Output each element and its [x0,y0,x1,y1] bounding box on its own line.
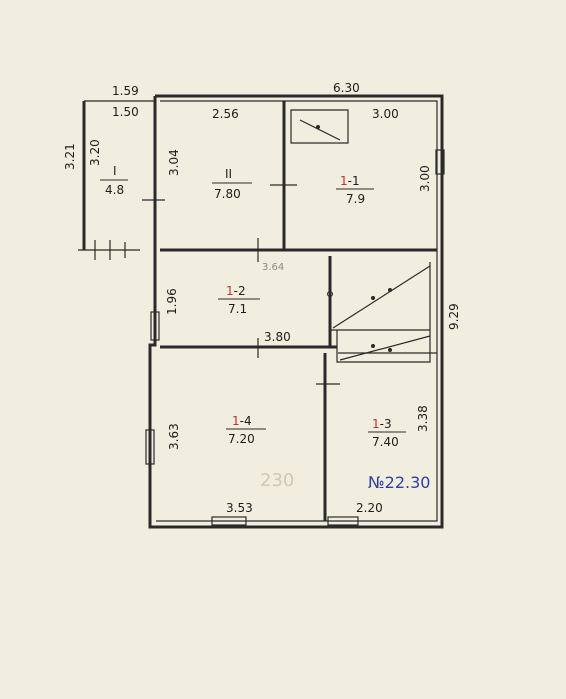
room-1-3-label: 1-3 7.40 [368,417,406,449]
dim-corridor: 3.64 [262,262,284,273]
room-1-3-area: 7.40 [372,435,399,449]
room-annex-label: I 4.8 [100,164,128,197]
svg-text:1-3: 1-3 [372,417,392,431]
dim-room-12-h: 1.96 [165,288,179,315]
outer-walls [148,94,444,529]
dim-annex-h-outer: 3.21 [63,143,77,170]
room-annex-area: 4.8 [105,183,124,197]
dim-room-12-w: 3.80 [264,330,291,344]
room-1-2-area: 7.1 [228,302,247,316]
dim-room-13-w: 2.20 [356,501,383,515]
dim-annex-h-inner: 3.20 [88,139,102,166]
dim-overall-h: 9.29 [447,303,461,330]
doors [142,184,340,385]
dim-room-ii-h: 3.04 [167,149,181,176]
svg-text:1-4: 1-4 [232,414,252,428]
room-1-2-suffix: -2 [234,284,246,298]
dim-room-ii-w: 2.56 [212,107,239,121]
faint-note: 230 [260,470,294,491]
room-ii-area: 7.80 [214,187,241,201]
room-1-4-label: 1-4 7.20 [226,414,266,446]
dim-annex-inner: 1.50 [112,105,139,119]
room-1-1-label: 1-1 7.9 [336,174,374,206]
dim-room-11-w: 3.00 [372,107,399,121]
dim-room-14-h: 3.63 [167,423,181,450]
svg-text:1-1: 1-1 [340,174,360,188]
windows [145,149,445,526]
room-1-2-label: 1-2 7.1 [218,284,260,316]
room-1-3-prefix: 1 [372,417,380,431]
room-annex-number: I [113,164,117,178]
annex-walls [78,100,155,260]
stair-markings [290,109,431,361]
room-ii-number: II [225,167,232,181]
room-1-3-suffix: -3 [380,417,392,431]
room-1-2-prefix: 1 [226,284,234,298]
room-ii-label: II 7.80 [212,167,252,201]
room-1-4-suffix: -4 [240,414,252,428]
interior-walls [160,101,437,521]
room-1-4-area: 7.20 [228,432,255,446]
dim-room-14-w: 3.53 [226,501,253,515]
room-1-1-prefix: 1 [340,174,348,188]
dim-top-overall: 6.30 [333,81,360,95]
room-1-1-area: 7.9 [346,192,365,206]
room-1-4-prefix: 1 [232,414,240,428]
dim-room-13-h: 3.38 [416,405,430,432]
svg-text:1-2: 1-2 [226,284,246,298]
dim-room-11-h: 3.00 [418,165,432,192]
total-area-note: №22.30 [368,473,430,492]
room-1-1-suffix: -1 [348,174,360,188]
dim-annex-outer: 1.59 [112,84,139,98]
